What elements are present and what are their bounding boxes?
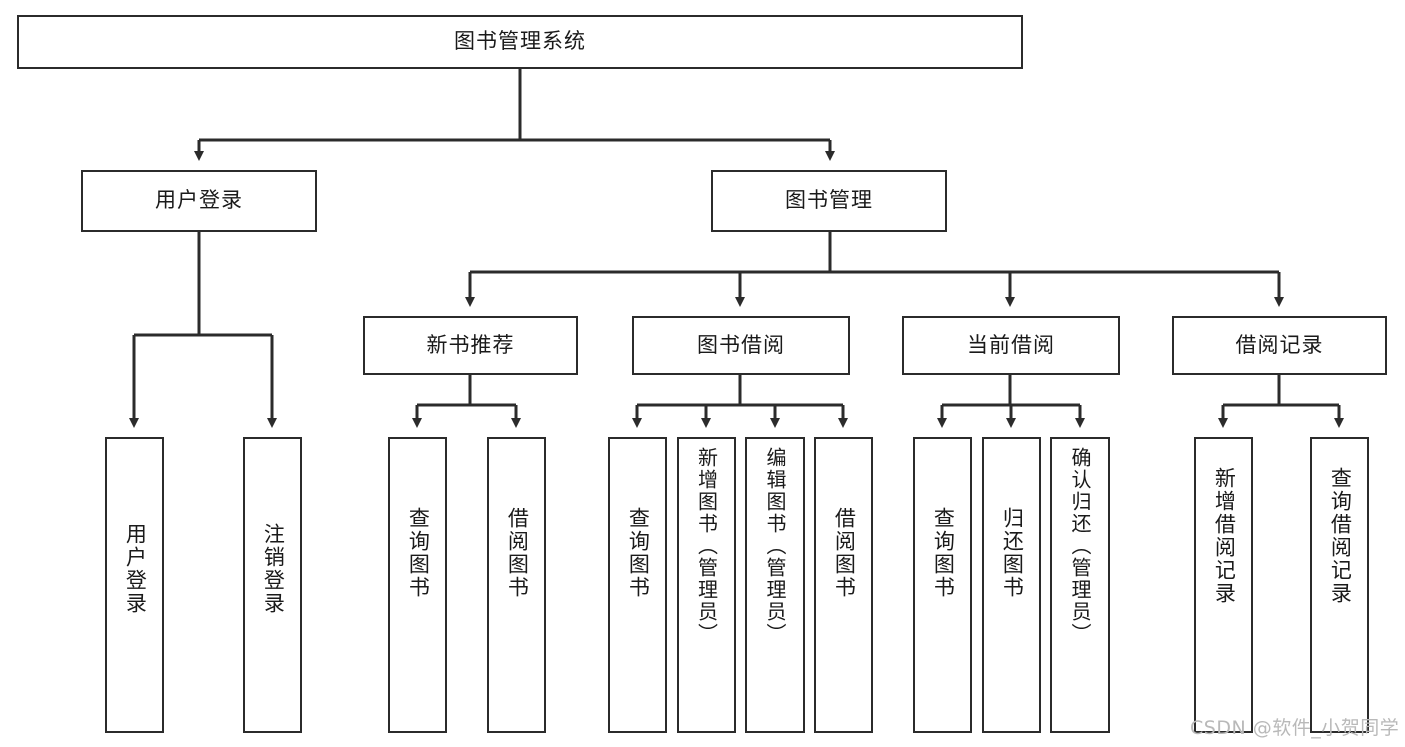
node-leaf-return-book[interactable]: 归还图书 xyxy=(982,437,1041,733)
node-user-login[interactable]: 用户登录 xyxy=(81,170,317,232)
node-leaf-add-record-label: 新增借阅记录 xyxy=(1212,467,1237,605)
node-book-manage[interactable]: 图书管理 xyxy=(711,170,947,232)
node-leaf-query-book-rec-label: 查询图书 xyxy=(406,507,431,599)
node-leaf-query-book-rec[interactable]: 查询图书 xyxy=(388,437,447,733)
node-current-borrow[interactable]: 当前借阅 xyxy=(902,316,1120,375)
node-leaf-query-book-cur[interactable]: 查询图书 xyxy=(913,437,972,733)
node-leaf-return-book-label: 归还图书 xyxy=(1000,507,1025,599)
node-leaf-add-record[interactable]: 新增借阅记录 xyxy=(1194,437,1253,733)
node-leaf-query-record[interactable]: 查询借阅记录 xyxy=(1310,437,1369,733)
node-new-book-recommend-label: 新书推荐 xyxy=(426,332,515,357)
node-leaf-query-record-label: 查询借阅记录 xyxy=(1328,467,1353,605)
node-leaf-user-logout[interactable]: 注销登录 xyxy=(243,437,302,733)
node-leaf-add-book-label: 新增图书（管理员） xyxy=(694,447,719,645)
node-leaf-borrow-book-rec[interactable]: 借阅图书 xyxy=(487,437,546,733)
node-book-manage-label: 图书管理 xyxy=(785,188,873,213)
node-root[interactable]: 图书管理系统 xyxy=(17,15,1023,69)
node-root-label: 图书管理系统 xyxy=(454,29,586,54)
node-leaf-edit-book-label: 编辑图书（管理员） xyxy=(763,447,787,645)
node-leaf-query-book-label: 查询图书 xyxy=(626,507,651,599)
node-leaf-confirm-return[interactable]: 确认归还（管理员） xyxy=(1050,437,1110,733)
csdn-watermark: CSDN @软件_小贺同学 xyxy=(1190,717,1400,739)
node-leaf-user-login[interactable]: 用户登录 xyxy=(105,437,164,733)
node-leaf-query-book[interactable]: 查询图书 xyxy=(608,437,667,733)
node-leaf-borrow-book[interactable]: 借阅图书 xyxy=(814,437,873,733)
node-new-book-recommend[interactable]: 新书推荐 xyxy=(363,316,578,375)
node-user-login-label: 用户登录 xyxy=(155,188,243,213)
node-borrow-record-label: 借阅记录 xyxy=(1235,332,1324,357)
node-borrow-record[interactable]: 借阅记录 xyxy=(1172,316,1387,375)
node-book-borrow-label: 图书借阅 xyxy=(697,332,785,357)
node-leaf-add-book[interactable]: 新增图书（管理员） xyxy=(677,437,736,733)
node-leaf-confirm-return-label: 确认归还（管理员） xyxy=(1068,447,1092,645)
node-leaf-borrow-book-rec-label: 借阅图书 xyxy=(505,507,530,599)
node-leaf-edit-book[interactable]: 编辑图书（管理员） xyxy=(745,437,805,733)
node-book-borrow[interactable]: 图书借阅 xyxy=(632,316,850,375)
node-leaf-borrow-book-label: 借阅图书 xyxy=(832,507,857,599)
node-current-borrow-label: 当前借阅 xyxy=(967,332,1055,357)
node-leaf-query-book-cur-label: 查询图书 xyxy=(931,507,956,599)
node-leaf-user-login-label: 用户登录 xyxy=(123,523,148,615)
node-leaf-user-logout-label: 注销登录 xyxy=(261,523,286,615)
